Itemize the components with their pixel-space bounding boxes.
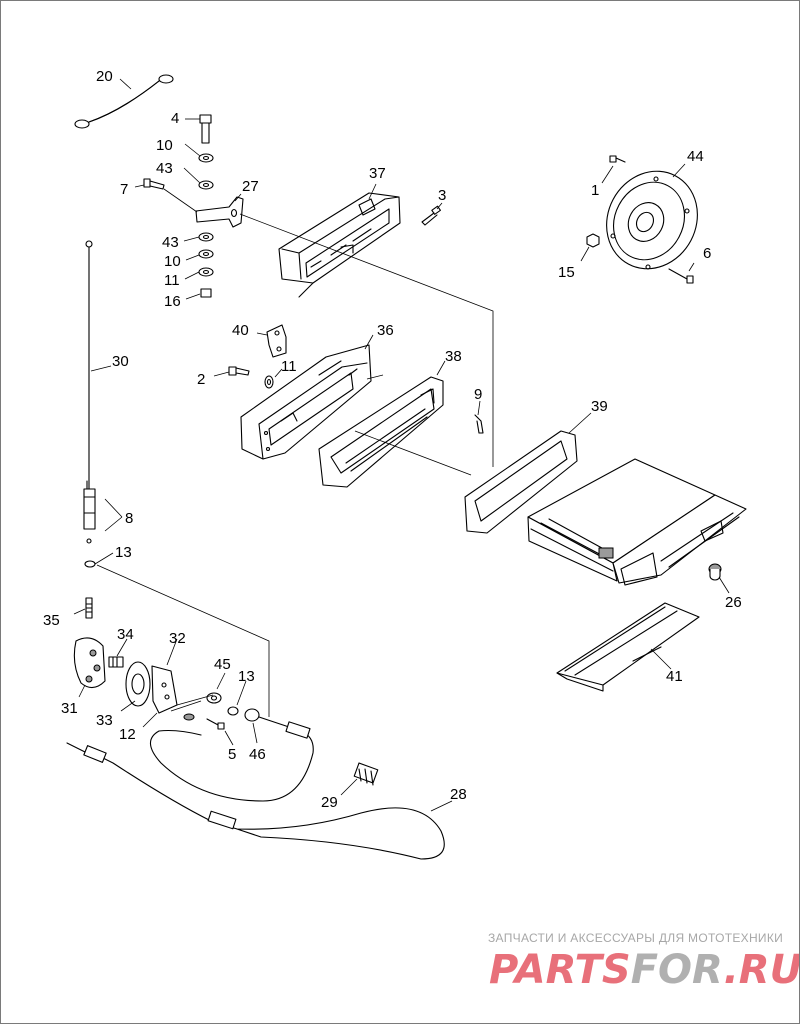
bolt-stack-part [195,114,244,298]
watermark-logo-for: FOR [631,947,724,993]
callout-44: 44 [687,148,704,165]
speaker-part [606,170,698,270]
callout-43-lower: 43 [162,234,179,251]
callout-12: 12 [119,726,136,743]
callout-28: 28 [450,786,467,803]
callout-4: 4 [171,110,179,127]
callout-5: 5 [228,746,236,763]
callout-10-upper: 10 [156,137,173,154]
watermark: ЗАПЧАСТИ И АКСЕССУАРЫ ДЛЯ МОТОТЕХНИКИ PA… [488,931,799,993]
screw-2-part [228,366,274,389]
callout-13-lower: 13 [238,668,255,685]
callout-20: 20 [96,68,113,85]
watermark-logo-domain: .RU [724,947,799,993]
callout-40: 40 [232,322,249,339]
callout-35: 35 [43,612,60,629]
watermark-tagline: ЗАПЧАСТИ И АКСЕССУАРЫ ДЛЯ МОТОТЕХНИКИ [488,931,783,945]
callout-labels: 20 4 10 43 7 27 43 10 11 16 37 3 44 1 6 … [43,68,742,811]
callout-29: 29 [321,794,338,811]
callout-34: 34 [117,626,134,643]
callout-6: 6 [703,245,711,262]
watermark-logo: PARTSFOR.RU [489,947,799,993]
callout-1: 1 [591,182,599,199]
screw-6-part [668,268,694,284]
callout-36: 36 [377,322,394,339]
plug-26-part [708,563,722,581]
callout-33: 33 [96,712,113,729]
screw-1-part [609,155,626,163]
callout-3: 3 [438,187,446,204]
callout-15: 15 [558,264,575,281]
callout-30: 30 [112,353,129,370]
callout-9: 9 [474,386,482,403]
antenna-mast-part [83,240,96,568]
callout-46: 46 [249,746,266,763]
screw-3-part [421,205,441,226]
callout-39: 39 [591,398,608,415]
callout-10-lower: 10 [164,253,181,270]
callout-16: 16 [164,293,181,310]
leader-lines [73,78,730,812]
rear-sleeve-part [278,192,401,298]
callout-2: 2 [197,371,205,388]
callout-31: 31 [61,700,78,717]
callout-38: 38 [445,348,462,365]
callout-27: 27 [242,178,259,195]
callout-8: 8 [125,510,133,527]
callout-11-upper: 11 [164,272,180,289]
front-sleeve-part [240,344,372,460]
callout-13-upper: 13 [115,544,132,561]
antenna-cable-part [66,716,445,860]
callout-37: 37 [369,165,386,182]
tray-41-part [556,602,700,692]
gasket-part [464,430,578,534]
watermark-logo-parts: PARTS [489,947,631,993]
callout-43-upper: 43 [156,160,173,177]
bracket-40-part [266,324,287,358]
trim-bezel-part [318,376,444,488]
ground-strap-part [74,74,174,129]
callout-32: 32 [169,630,186,647]
antenna-base-part [73,597,260,730]
radio-unit-part [527,458,747,586]
callout-45: 45 [214,656,231,673]
screw-9-part [474,414,484,434]
callout-41: 41 [666,668,683,685]
callout-11-lower: 11 [281,358,297,375]
callout-26: 26 [725,594,742,611]
callout-7: 7 [120,181,128,198]
nut-15-part [586,233,600,248]
screw-7-part [143,178,165,190]
